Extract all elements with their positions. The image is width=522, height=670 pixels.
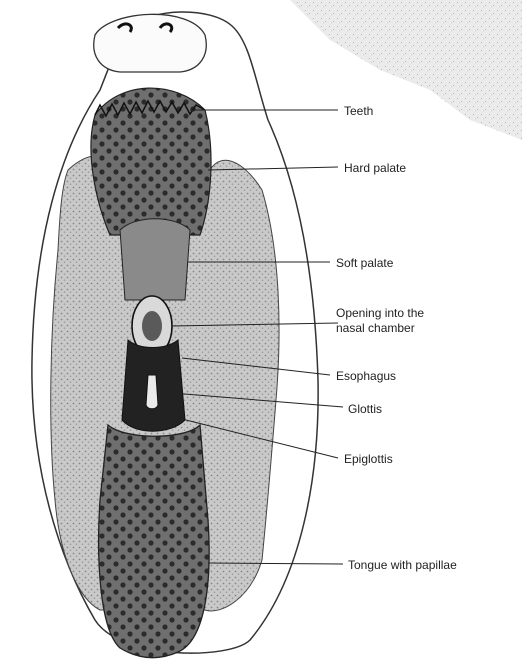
label-esophagus: Esophagus bbox=[336, 369, 396, 383]
label-soft-palate: Soft palate bbox=[336, 256, 393, 270]
label-opening-line1: Opening into the bbox=[336, 306, 424, 320]
glottis-slit bbox=[146, 375, 158, 409]
scan-noise bbox=[290, 0, 522, 140]
label-epiglottis: Epiglottis bbox=[344, 452, 393, 466]
label-opening-line2: nasal chamber bbox=[336, 321, 415, 335]
label-tongue: Tongue with papillae bbox=[348, 558, 457, 572]
snout bbox=[94, 14, 207, 72]
soft-palate-region bbox=[120, 219, 190, 300]
label-hard-palate: Hard palate bbox=[344, 161, 406, 175]
nasal-opening-inner bbox=[142, 311, 162, 341]
label-teeth: Teeth bbox=[344, 104, 373, 118]
tongue bbox=[99, 425, 210, 658]
label-glottis: Glottis bbox=[348, 402, 382, 416]
